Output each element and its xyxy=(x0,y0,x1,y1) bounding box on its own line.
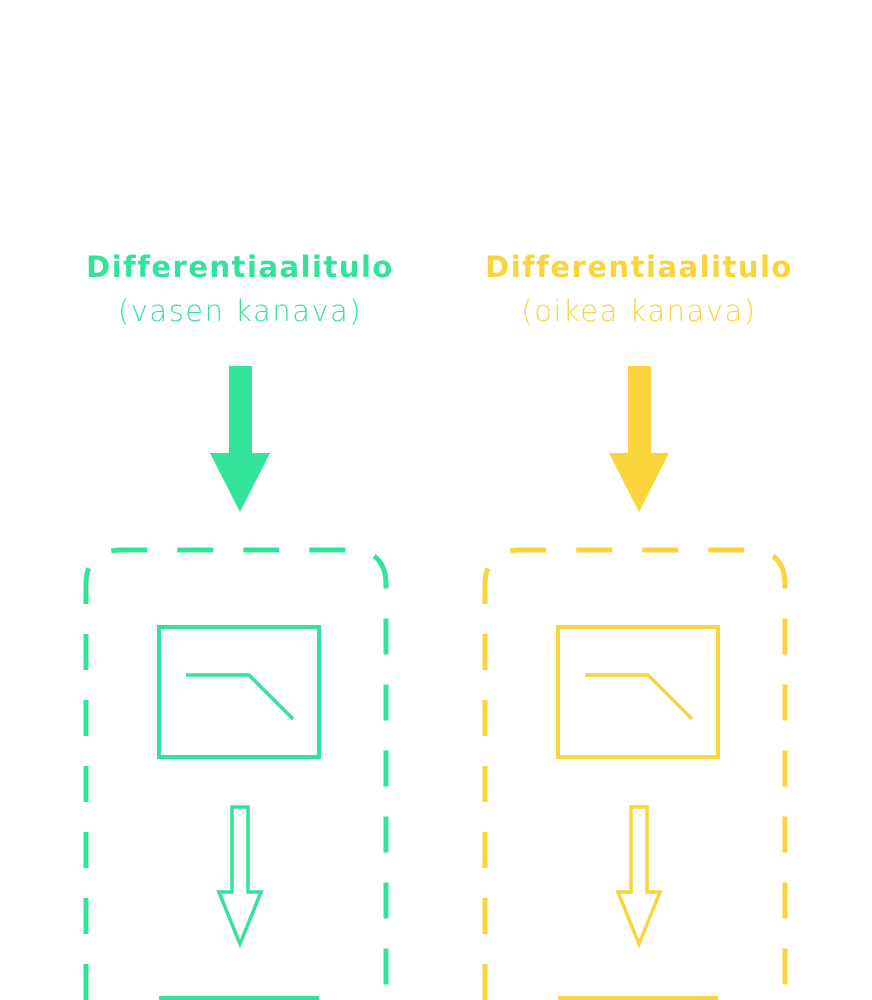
right-channel: Differentiaalitulo (oikea kanava) xyxy=(439,0,839,1000)
left-channel: Differentiaalitulo (vasen kanava) xyxy=(40,0,440,1000)
input-arrow-icon xyxy=(609,366,669,512)
channel-subtitle: (vasen kanava) xyxy=(117,294,363,328)
channel-subtitle: (oikea kanava) xyxy=(521,294,757,328)
next-block xyxy=(159,996,319,1000)
channel-title: Differentiaalitulo xyxy=(86,250,394,284)
lowpass-filter-icon xyxy=(585,673,694,721)
flow-arrow-icon xyxy=(615,805,663,949)
channel-title: Differentiaalitulo xyxy=(485,250,793,284)
channel-diagram xyxy=(83,366,389,1000)
lowpass-filter-block xyxy=(157,625,321,759)
dashed-group-box xyxy=(482,547,788,1000)
lowpass-filter-icon xyxy=(186,673,295,721)
lowpass-filter-block xyxy=(556,625,720,759)
flow-arrow-icon xyxy=(216,805,264,949)
dashed-group-box xyxy=(83,547,389,1000)
channel-diagram xyxy=(482,366,788,1000)
input-arrow-icon xyxy=(210,366,270,512)
next-block xyxy=(558,996,718,1000)
